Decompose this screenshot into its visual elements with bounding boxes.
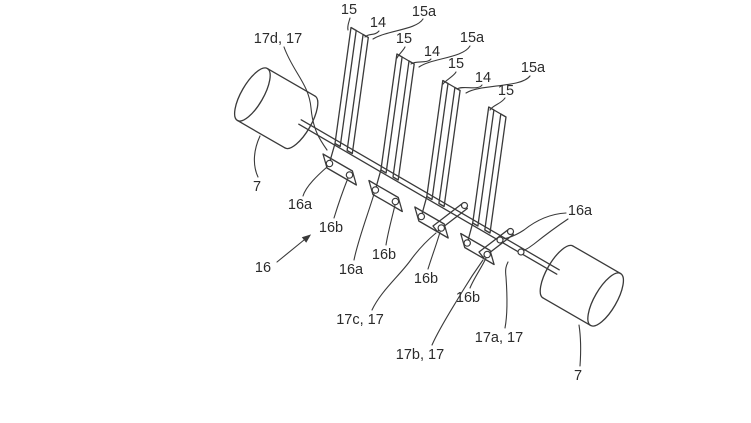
ref-label-7: 7	[253, 179, 261, 195]
ref-label-16a: 16a	[339, 262, 364, 278]
panel-4	[472, 106, 507, 234]
shaft	[298, 119, 560, 275]
link-lever-17c	[432, 202, 468, 233]
right-cylinder	[539, 244, 625, 327]
ref-label-14: 14	[475, 70, 491, 86]
panel-2	[380, 53, 415, 181]
hinge-plate-4	[460, 222, 495, 266]
ref-label-16a: 16a	[568, 203, 593, 219]
hinge-pins	[325, 159, 525, 259]
panel-1	[334, 26, 369, 155]
ref-label-15: 15	[448, 56, 464, 72]
ref-label-16a: 16a	[288, 197, 313, 213]
ref-label-15a: 15a	[412, 4, 437, 20]
ref-label-17c-17: 17c, 17	[336, 312, 384, 328]
hinge-plate-3	[414, 195, 449, 239]
hinge-plate-2	[368, 169, 403, 213]
ref-label-17a-17: 17a, 17	[475, 330, 523, 346]
bottom-leader-lines	[253, 46, 582, 367]
ref-label-7: 7	[574, 368, 582, 384]
ref-label-16b: 16b	[456, 290, 480, 306]
hinge-plate-1	[322, 142, 358, 186]
ref-label-17b-17: 17b, 17	[396, 347, 444, 363]
left-cylinder	[233, 67, 319, 150]
ref-label-15: 15	[498, 83, 514, 99]
ref-label-15a: 15a	[460, 30, 485, 46]
arrow-16	[276, 234, 312, 263]
top-leader-lines	[347, 17, 531, 111]
ref-label-16b: 16b	[372, 247, 396, 263]
ref-label-14: 14	[424, 44, 440, 60]
ref-label-16: 16	[255, 260, 271, 276]
ref-label-15: 15	[396, 31, 412, 47]
ref-label-16b: 16b	[414, 271, 438, 287]
ref-label-14: 14	[370, 15, 386, 31]
panel-3	[426, 79, 461, 208]
ref-label-15: 15	[341, 2, 357, 18]
ref-label-17d-17: 17d, 17	[254, 31, 302, 47]
ref-label-15a: 15a	[521, 60, 546, 76]
ref-label-16b: 16b	[319, 220, 343, 236]
